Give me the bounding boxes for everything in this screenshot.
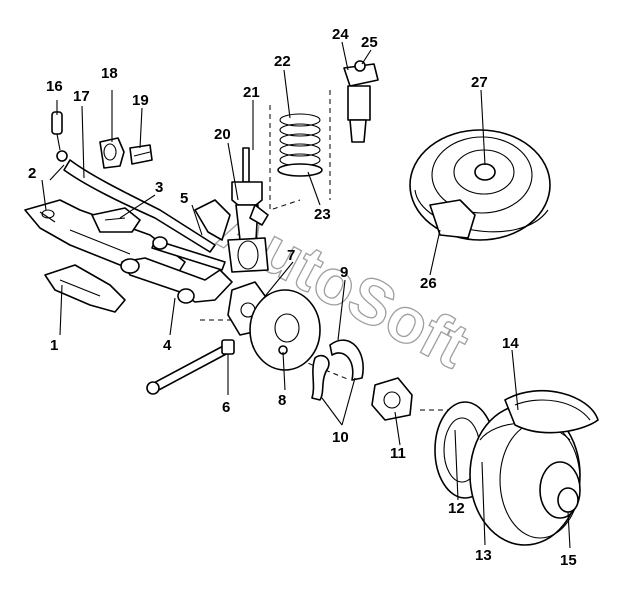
callout-18: 18 [101,65,118,82]
callout-13: 13 [475,547,492,564]
stabilizer-bushing [99,137,125,169]
callout-15: 15 [560,552,577,569]
callout-8: 8 [278,392,286,409]
spare-wheel [409,129,551,241]
callout-9: 9 [340,264,348,281]
bushing-clamp [129,144,153,165]
callout-11: 11 [390,445,406,462]
coil-spring [277,113,323,177]
callout-22: 22 [274,53,291,70]
reinforcement-plate [44,264,126,313]
callout-2: 2 [28,165,36,182]
callout-1: 1 [50,337,58,354]
callout-6: 6 [222,399,230,416]
hub-cap [557,487,579,513]
callout-5: 5 [180,190,188,207]
subframe-mount [91,207,141,233]
callout-26: 26 [420,275,437,292]
strut-assembly [227,147,269,273]
brake-backing-plate [249,289,321,371]
road-wheel [469,404,581,546]
callout-12: 12 [448,500,465,517]
callout-7: 7 [287,247,295,264]
lower-control-arm [120,257,233,304]
callout-numbers: 1 2 3 4 5 6 7 8 9 10 11 12 13 14 15 16 1… [28,26,577,569]
callout-24: 24 [332,26,349,43]
callout-21: 21 [243,84,260,101]
wheel-hub [371,377,413,421]
shock-absorber [343,60,379,143]
strut-rod [151,199,231,271]
stabilizer-bar [49,159,216,253]
brake-shoes [311,339,364,401]
stabilizer-link [51,111,68,162]
leader-lines [41,41,571,549]
callout-19: 19 [132,92,149,109]
callout-16: 16 [46,78,63,95]
tire [504,390,599,434]
tie-rod [146,339,235,395]
callout-17: 17 [73,88,90,105]
callout-20: 20 [214,126,231,143]
callout-3: 3 [155,179,163,196]
callout-14: 14 [502,335,519,352]
callout-4: 4 [163,337,172,354]
callout-10: 10 [332,429,349,446]
callout-27: 27 [471,74,488,91]
callout-23: 23 [314,206,331,223]
callout-25: 25 [361,34,378,51]
